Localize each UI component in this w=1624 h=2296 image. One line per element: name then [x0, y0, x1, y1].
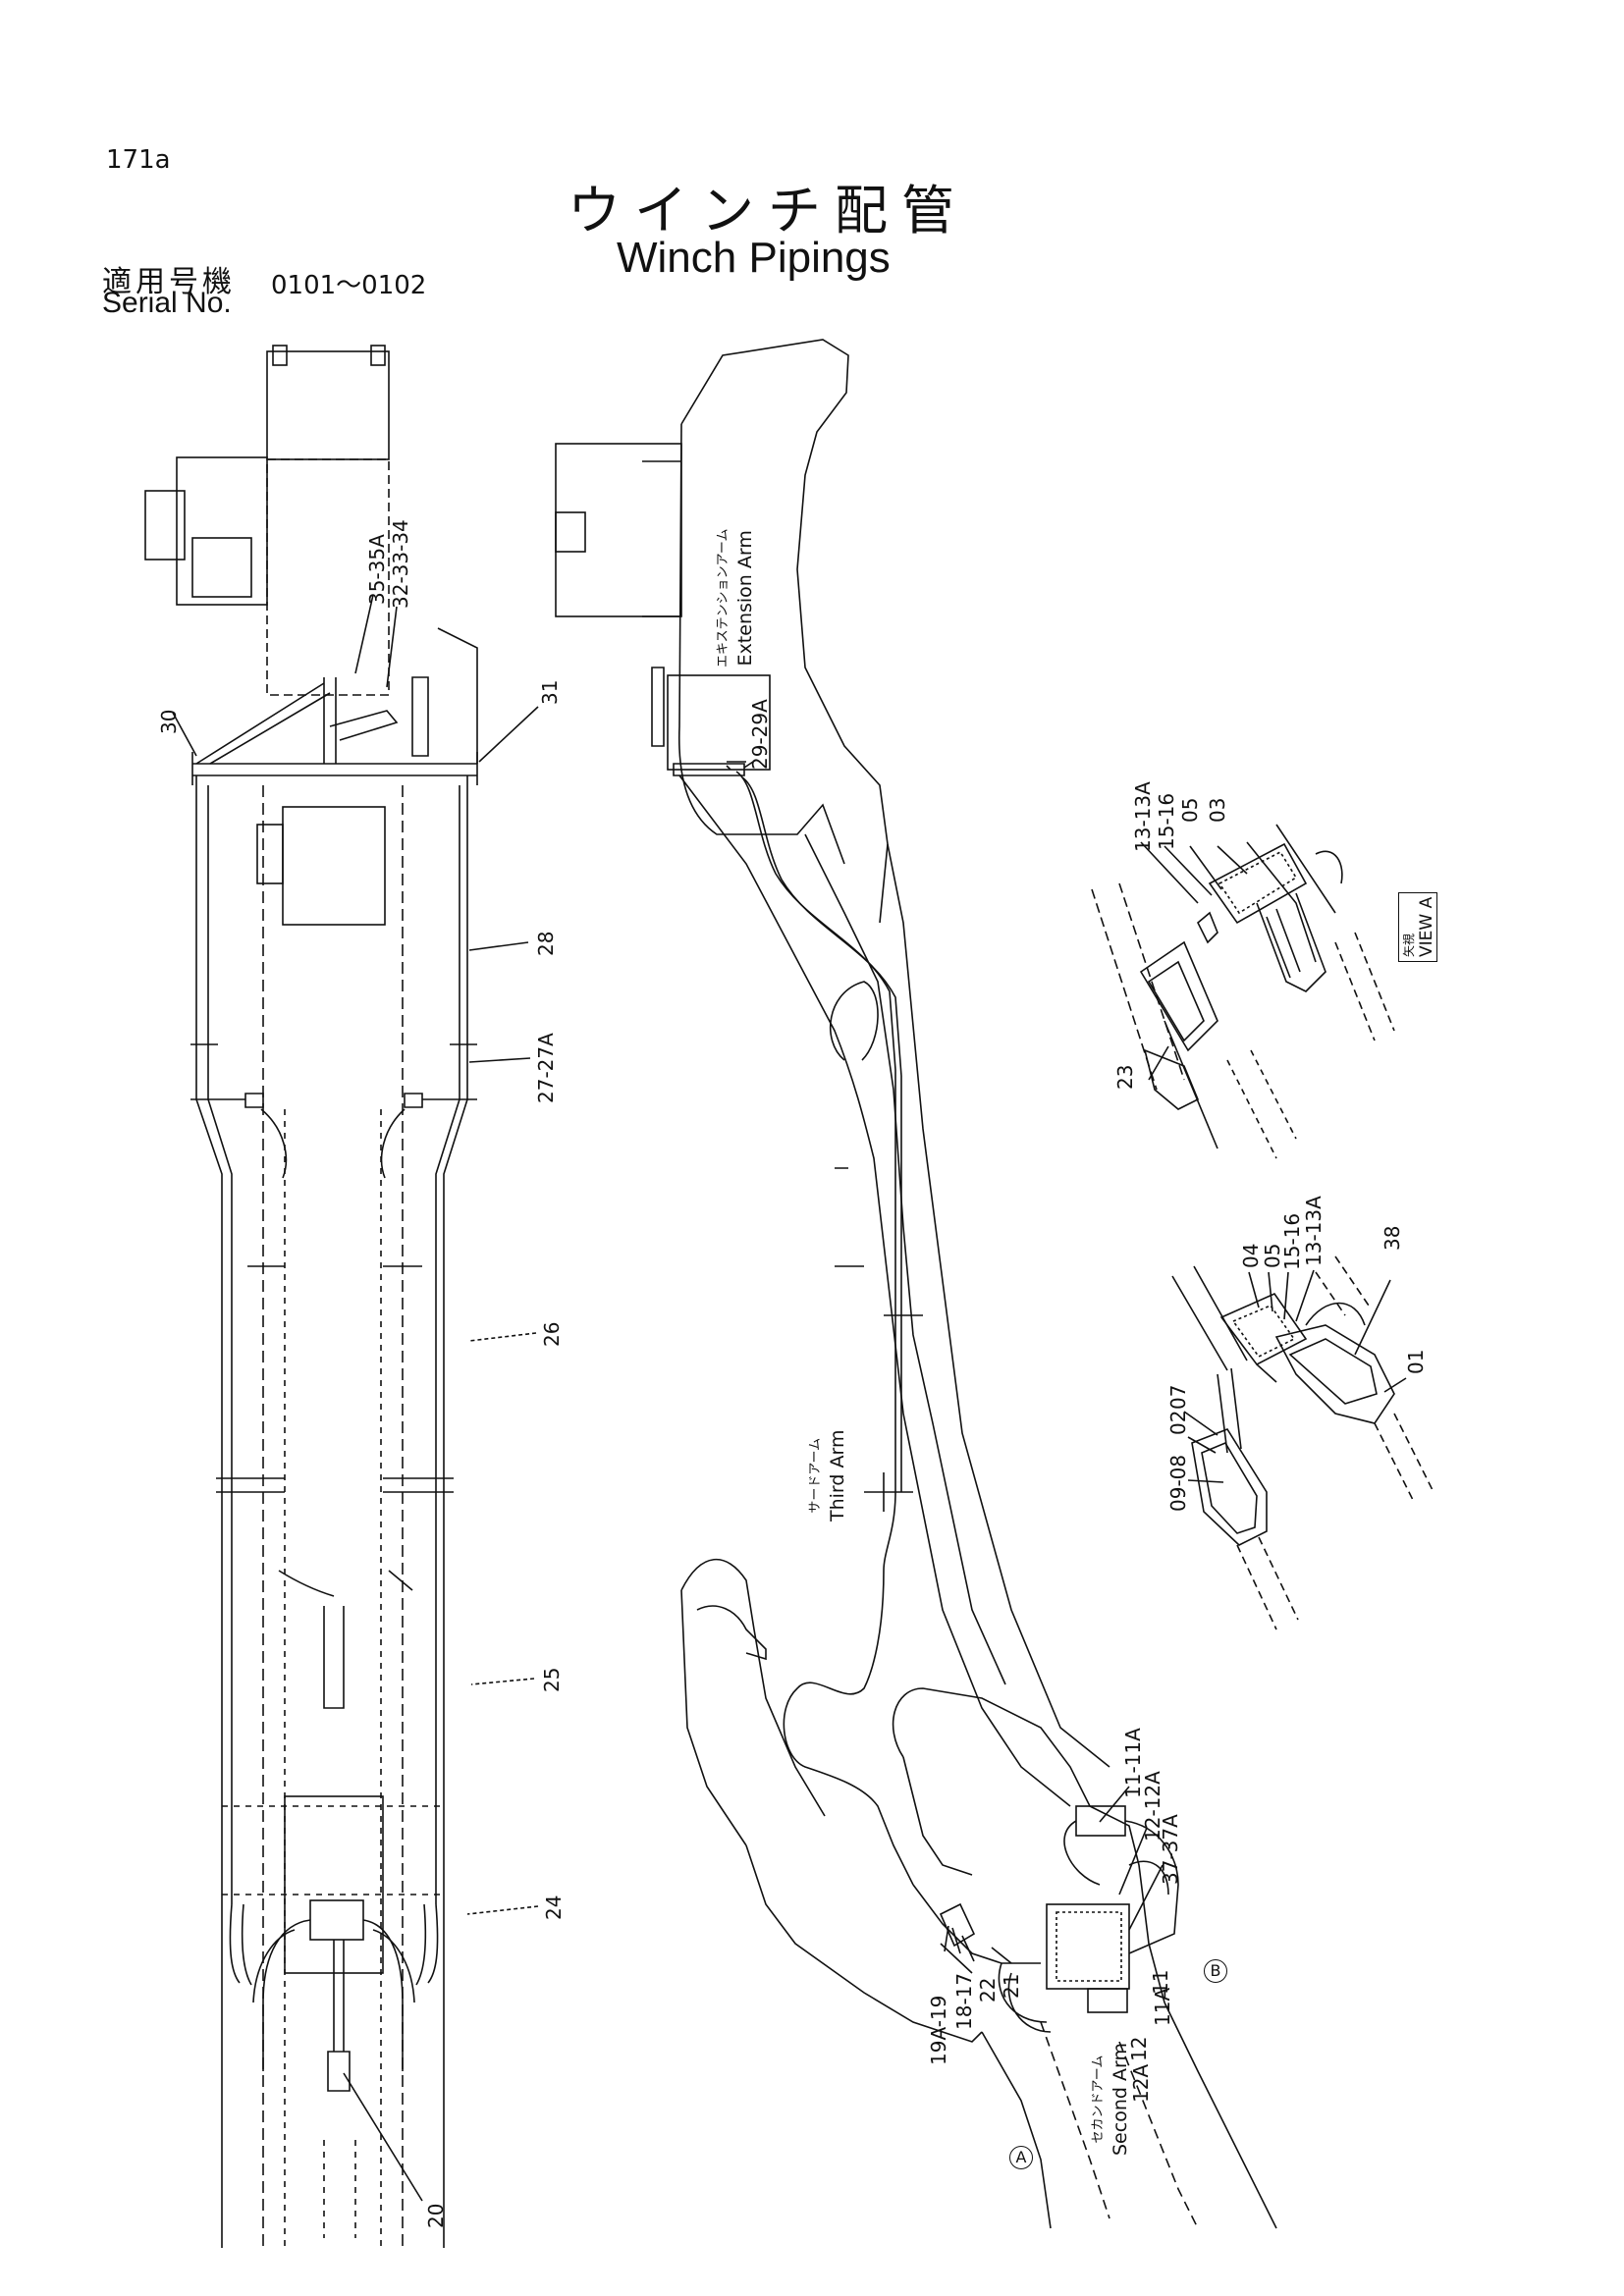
view-a-label-jp: 矢視 — [1402, 933, 1416, 957]
extension-arm-label-en: Extension Arm — [734, 530, 756, 667]
callout-30: 30 — [157, 709, 181, 734]
callout-12a: 12A — [1129, 2063, 1153, 2103]
third-arm-label-en: Third Arm — [827, 1429, 848, 1522]
callout-24: 24 — [542, 1895, 566, 1920]
view-a-label-en: VIEW A — [1417, 896, 1436, 957]
callout-37-37a: 37-37A — [1159, 1814, 1182, 1885]
callout-27-27a: 27-27A — [534, 1033, 558, 1103]
callout-23: 23 — [1113, 1064, 1137, 1090]
left-boom-top-view — [144, 345, 539, 2248]
third-arm-label-jp: サードアーム — [808, 1437, 823, 1514]
callout-18-17: 18-17 — [952, 1972, 976, 2030]
view-a-label: 矢視 VIEW A — [1398, 891, 1437, 962]
callout-20: 20 — [424, 2203, 448, 2228]
serial-label-english: Serial No. — [102, 287, 232, 319]
callout-28: 28 — [534, 931, 558, 956]
callout-32-33-34: 32-33-34 — [389, 519, 412, 609]
callout-29-29a: 29-29A — [748, 699, 772, 770]
extension-arm-label-jp: エキステンションアーム — [716, 528, 731, 667]
callout-31: 31 — [538, 679, 562, 705]
callout-09-08: 09-08 — [1166, 1454, 1190, 1512]
callout-13-13a-view-b: 13-13A — [1302, 1196, 1326, 1266]
callout-26: 26 — [540, 1321, 564, 1347]
callout-05-view-a: 05 — [1178, 797, 1202, 823]
view-a-detail — [1091, 824, 1395, 1159]
callout-19a-19: 19A-19 — [927, 1995, 950, 2065]
third-arm-label: サードアーム Third Arm — [805, 1430, 848, 1522]
callout-15-16-view-a: 15-16 — [1155, 792, 1178, 850]
marker-b: B — [1204, 1959, 1227, 1983]
callout-22: 22 — [976, 1977, 1000, 2002]
view-b-detail — [1171, 1255, 1435, 1630]
extension-arm-label: エキステンションアーム Extension Arm — [713, 529, 756, 667]
title-english: Winch Pipings — [617, 234, 891, 282]
second-arm-label-jp: セカンドアーム — [1091, 2055, 1106, 2144]
center-arm-side-view — [555, 339, 1277, 2229]
callout-15-16-view-b: 15-16 — [1280, 1212, 1304, 1270]
second-arm-label-en: Second Arm — [1110, 2043, 1131, 2156]
serial-range: 0101～0102 — [271, 271, 427, 300]
callout-21: 21 — [1000, 1973, 1023, 1999]
callout-38: 38 — [1380, 1225, 1404, 1251]
page-number: 171a — [106, 145, 171, 175]
marker-a: A — [1009, 2146, 1033, 2169]
callout-07: 07 — [1166, 1384, 1190, 1410]
callout-35-35a: 35-35A — [365, 534, 389, 605]
serial-label-japanese: 適用号機 — [102, 265, 236, 299]
callout-03: 03 — [1206, 797, 1229, 823]
callout-01: 01 — [1404, 1349, 1428, 1374]
callout-11a: 11A — [1151, 1987, 1174, 2026]
title-japanese: ウインチ配管 — [568, 180, 968, 241]
callout-04: 04 — [1239, 1243, 1263, 1268]
callout-02: 02 — [1166, 1410, 1190, 1435]
callout-13-13a-view-a: 13-13A — [1131, 781, 1155, 852]
second-arm-label: セカンドアーム Second Arm — [1088, 2043, 1131, 2156]
callout-25: 25 — [540, 1667, 564, 1692]
